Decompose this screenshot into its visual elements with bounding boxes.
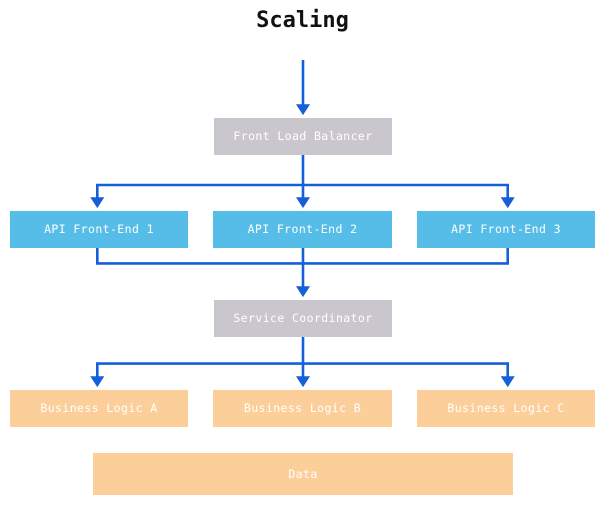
node-business-logic-b-label: Business Logic B bbox=[243, 401, 362, 416]
node-business-logic-c-label: Business Logic C bbox=[447, 401, 565, 416]
edge-api-front-ends-to-service-coordinator bbox=[96, 248, 510, 298]
node-api-front-end-3-label: API Front-End 3 bbox=[451, 222, 561, 237]
node-business-logic-a[interactable]: Business Logic A bbox=[10, 390, 188, 427]
node-front-load-balancer[interactable]: Front Load Balancer bbox=[214, 118, 392, 155]
node-business-logic-b[interactable]: Business Logic B bbox=[213, 390, 392, 427]
edge-service-coordinator-to-business-logic bbox=[90, 337, 515, 388]
node-data[interactable]: Data bbox=[93, 453, 513, 495]
node-business-logic-c[interactable]: Business Logic C bbox=[417, 390, 595, 427]
node-api-front-end-1[interactable]: API Front-End 1 bbox=[10, 211, 188, 248]
node-api-front-end-2-label: API Front-End 2 bbox=[247, 222, 358, 237]
node-api-front-end-1-label: API Front-End 1 bbox=[44, 222, 154, 237]
node-api-front-end-2[interactable]: API Front-End 2 bbox=[213, 211, 392, 248]
node-service-coordinator-label: Service Coordinator bbox=[233, 311, 373, 326]
node-service-coordinator[interactable]: Service Coordinator bbox=[214, 300, 392, 337]
edge-front-load-balancer-to-bus bbox=[90, 155, 515, 209]
node-data-label: Data bbox=[288, 466, 318, 481]
diagram-title: Scaling bbox=[256, 8, 349, 33]
node-front-load-balancer-label: Front Load Balancer bbox=[233, 129, 373, 144]
node-api-front-end-3[interactable]: API Front-End 3 bbox=[417, 211, 595, 248]
node-business-logic-a-label: Business Logic A bbox=[40, 401, 158, 416]
